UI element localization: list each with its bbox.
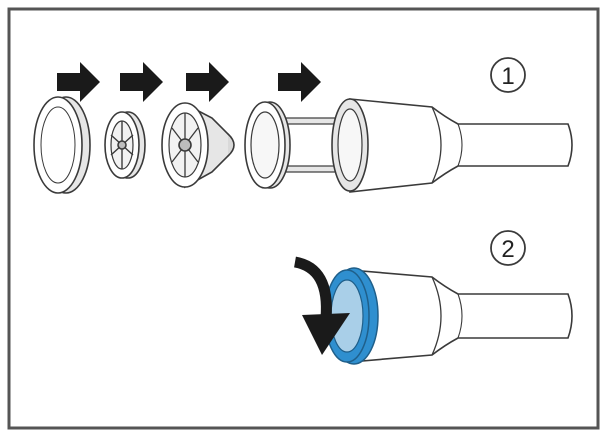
- arrow-right-icon: [186, 62, 229, 102]
- valve-filter: [104, 111, 146, 179]
- arrow-right-icon: [278, 62, 321, 102]
- step-number-2: 2: [490, 230, 526, 266]
- step-1-exploded-view: 1: [33, 57, 573, 194]
- step-1-label: 1: [501, 63, 514, 90]
- main-body-closed: [349, 269, 573, 363]
- conical-insert: [161, 102, 235, 189]
- step-number-1: 1: [490, 57, 526, 93]
- arrow-right-icon: [120, 62, 163, 102]
- rod-cage-ring: [244, 101, 343, 189]
- rotate-arrow-icon: [293, 256, 350, 355]
- arrow-right-icon: [57, 62, 100, 102]
- main-body-open: [331, 98, 573, 193]
- end-cap-disc: [33, 96, 91, 194]
- step-2-label: 2: [501, 236, 514, 263]
- blue-cap: [324, 267, 379, 365]
- step-2-assembled-view: 2: [293, 230, 573, 365]
